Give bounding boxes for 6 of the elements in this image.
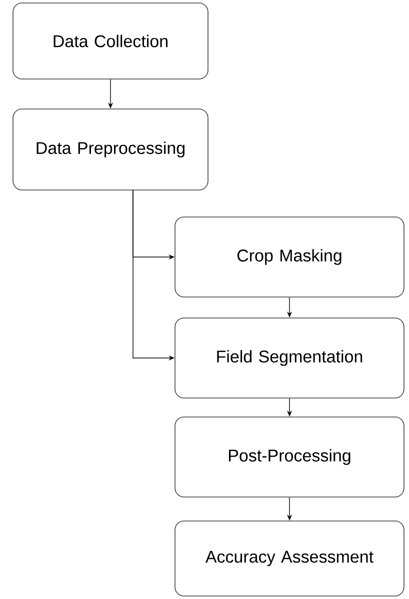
process-box: Field Segmentation	[174, 318, 404, 398]
process-box: Data Preprocessing	[12, 108, 208, 190]
process-box: Data Collection	[12, 2, 208, 80]
process-box: Crop Masking	[174, 216, 404, 298]
process-box: Post-Processing	[174, 416, 404, 498]
process-box: Accuracy Assessment	[174, 520, 404, 596]
